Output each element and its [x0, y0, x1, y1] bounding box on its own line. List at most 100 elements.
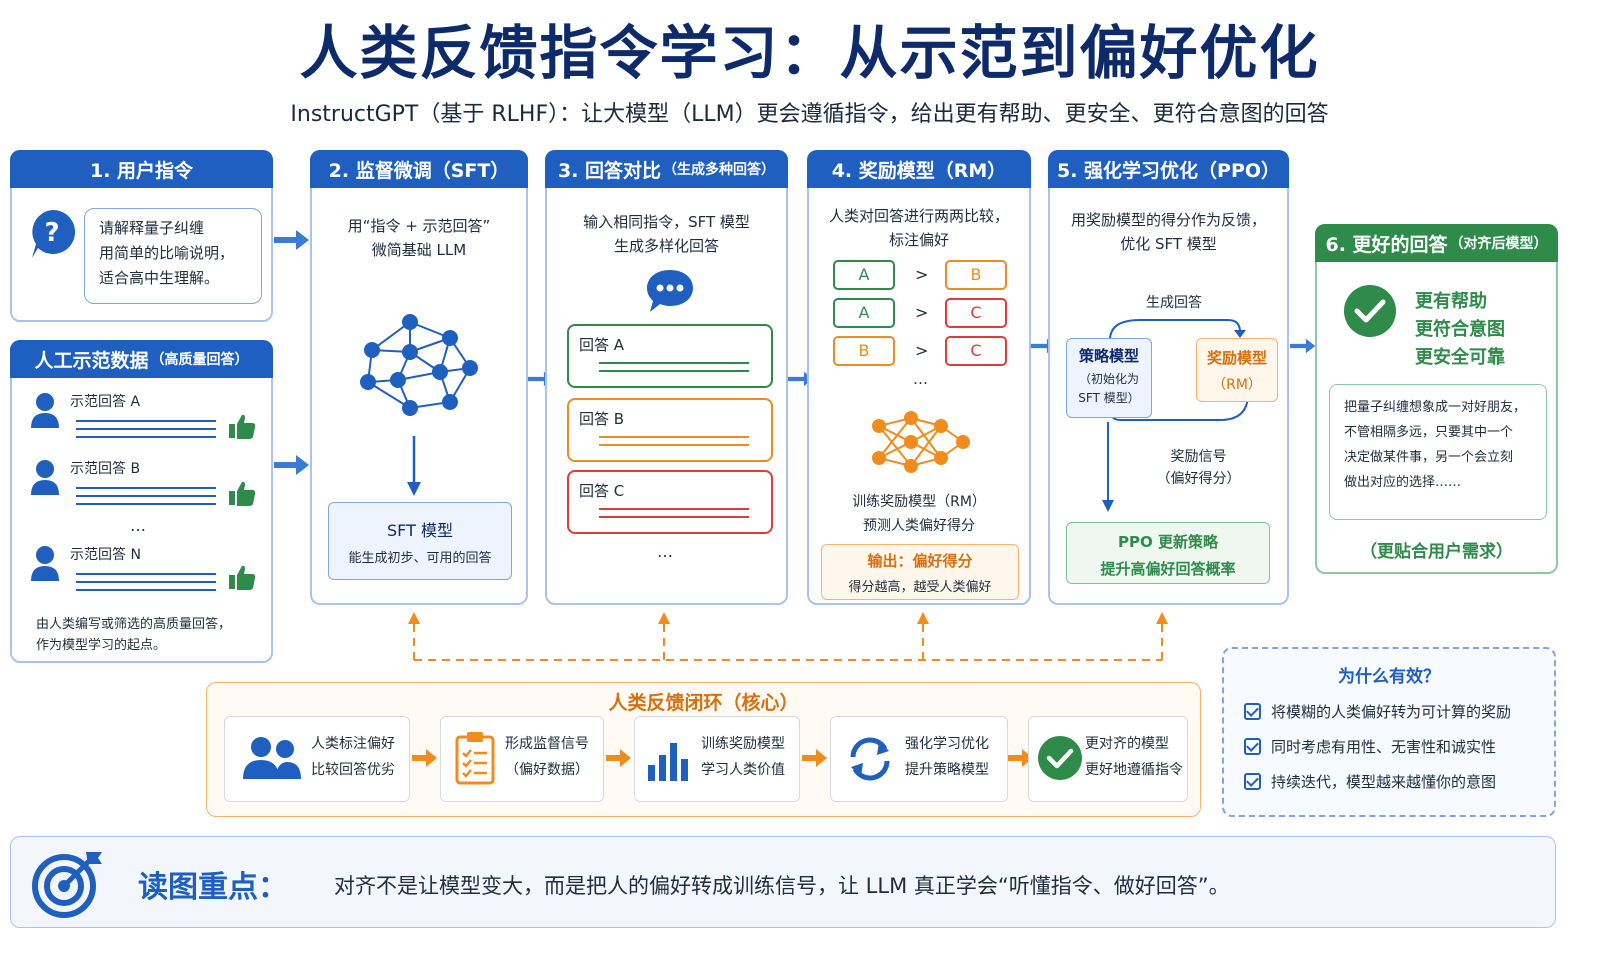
- reward-line: 奖励信号: [1170, 449, 1227, 465]
- arrow-right-icon: [1008, 749, 1033, 767]
- step3-header-title: 3. 回答对比: [557, 159, 662, 182]
- answer-line: 决定做某件事，另一个会立刻: [1344, 450, 1514, 465]
- answer-label: 回答 C: [579, 482, 625, 500]
- reward-model-box: 奖励模型 （RM）: [1196, 338, 1278, 402]
- demo-footer: 由人类编写或筛选的高质量回答， 作为模型学习的起点。: [36, 614, 231, 656]
- svg-text:?: ?: [44, 218, 59, 248]
- step3-desc-line: 生成多样化回答: [613, 237, 719, 255]
- step2-header: 2. 监督微调（SFT）: [310, 150, 528, 188]
- arrow-down-icon: [1102, 422, 1114, 512]
- person-icon: [31, 460, 59, 495]
- step3-header-note: （生成多种回答）: [663, 162, 776, 178]
- policy-model-box: 策略模型 （初始化为 SFT 模型）: [1066, 338, 1152, 418]
- loop-step-line: 更对齐的模型: [1085, 736, 1169, 752]
- why-panel: [1222, 647, 1556, 817]
- step4-desc: 人类对回答进行两两比较， 标注偏好: [809, 204, 1029, 252]
- loop-title: 人类反馈闭环（核心）: [608, 692, 799, 714]
- page-title: 人类反馈指令学习：从示范到偏好优化: [299, 19, 1320, 87]
- rm-output-title: 输出：偏好得分: [867, 552, 973, 570]
- why-item: 同时考虑有用性、无害性和诚实性: [1244, 736, 1496, 757]
- step4-panel: 4. 奖励模型（RM） 人类对回答进行两两比较， 标注偏好 A > B A > …: [807, 150, 1031, 605]
- thumbs-up-icon: [229, 481, 256, 506]
- arrow-right-icon: [1290, 338, 1316, 354]
- rm-output-box: 输出：偏好得分 得分越高，越受人类偏好: [821, 544, 1019, 600]
- step3-ellipsis: …: [657, 542, 673, 561]
- step6-panel: 6. 更好的回答（对齐后模型） 更有帮助 更符合意图 更安全可靠 把量子纠缠想象…: [1315, 224, 1558, 574]
- answer-line: 不管相隔多远，只要其中一个: [1344, 425, 1514, 440]
- demo-row-n: 示范回答 N: [30, 543, 260, 603]
- compare-op: >: [915, 265, 929, 284]
- loop-step-line: 训练奖励模型: [701, 736, 785, 752]
- person-icon: [31, 393, 59, 428]
- arrow-right-icon: [274, 455, 309, 475]
- loop-step-aligned: 更对齐的模型 更好地遵循指令: [1028, 716, 1188, 802]
- demo-item-label: 示范回答 A: [70, 394, 141, 410]
- reward-signal: 奖励信号 （偏好得分）: [1110, 446, 1287, 490]
- step4-desc-line: 标注偏好: [888, 231, 949, 249]
- checkbox-icon: [1244, 703, 1261, 720]
- chat-icon: [647, 270, 693, 312]
- demo-item-label: 示范回答 B: [70, 461, 141, 477]
- step3-panel: 3. 回答对比（生成多种回答） 输入相同指令，SFT 模型 生成多样化回答 回答…: [545, 150, 788, 605]
- why-title: 为什么有效？: [1338, 667, 1440, 687]
- clipboard-icon: [455, 732, 495, 785]
- benefit-item: 更安全可靠: [1415, 347, 1505, 368]
- step3-desc-line: 输入相同指令，SFT 模型: [583, 213, 750, 231]
- rm-output-sub: 得分越高，越受人类偏好: [848, 580, 992, 595]
- loop-step-line: 比较回答优劣: [311, 762, 395, 778]
- people-icon: [243, 737, 301, 779]
- step4-train: 训练奖励模型（RM） 预测人类偏好得分: [809, 490, 1029, 538]
- step5-desc: 用奖励模型的得分作为反馈， 优化 SFT 模型: [1050, 208, 1287, 256]
- step3-header: 3. 回答对比（生成多种回答）: [545, 150, 788, 188]
- page-subtitle: InstructGPT（基于 RLHF）：让大模型（LLM）更会遵循指令，给出更…: [290, 102, 1329, 127]
- loop-step-line: 提升策略模型: [905, 762, 989, 778]
- aligned-answer-bubble: 把量子纠缠想象成一对好朋友， 不管相隔多远，只要其中一个 决定做某件事，另一个会…: [1329, 384, 1547, 520]
- answer-line: 把量子纠缠想象成一对好朋友，: [1344, 400, 1527, 415]
- step4-desc-line: 人类对回答进行两两比较，: [828, 207, 1009, 225]
- step1-panel: 1. 用户指令 ? 请解释量子纠缠 用简单的比喻说明， 适合高中生理解。: [10, 150, 273, 322]
- loop-step-line: 学习人类价值: [701, 762, 785, 778]
- neural-network-icon: [360, 314, 478, 416]
- arrow-right-icon: [274, 230, 309, 250]
- demo-header-note: （高质量回答）: [150, 352, 249, 368]
- step3-desc: 输入相同指令，SFT 模型 生成多样化回答: [547, 210, 786, 258]
- thumbs-up-icon: [229, 414, 256, 439]
- refresh-icon: [850, 737, 890, 781]
- demo-header-title: 人工示范数据: [34, 349, 149, 372]
- check-circle-icon: [1344, 285, 1396, 337]
- step4-train-line: 预测人类偏好得分: [863, 518, 975, 534]
- compare-left: A: [833, 298, 895, 328]
- sft-model-box: SFT 模型 能生成初步、可用的回答: [328, 502, 512, 580]
- step5-header: 5. 强化学习优化（PPO）: [1048, 150, 1289, 188]
- step4-ellipsis: …: [913, 370, 928, 388]
- loop-step-train: 训练奖励模型 学习人类价值: [634, 716, 800, 802]
- answer-label: 回答 A: [579, 336, 625, 354]
- answer-b-card: 回答 B: [567, 398, 773, 462]
- step1-header: 1. 用户指令: [10, 150, 273, 188]
- prompt-line: 用简单的比喻说明，: [99, 244, 235, 262]
- answer-a-card: 回答 A: [567, 324, 773, 388]
- keypoint-text: 对齐不是让模型变大，而是把人的偏好转成训练信号，让 LLM 真正学会“听懂指令、…: [334, 874, 1230, 898]
- benefit-item: 更符合意图: [1415, 319, 1505, 340]
- keypoint-label: 读图重点：: [138, 870, 288, 905]
- demo-footer-line: 作为模型学习的起点。: [36, 638, 167, 653]
- why-item-text: 持续迭代，模型越来越懂你的意图: [1271, 773, 1497, 791]
- ppo-line: PPO 更新策略: [1118, 533, 1218, 551]
- compare-right: C: [945, 336, 1007, 366]
- compare-right: B: [945, 260, 1007, 290]
- compare-left: A: [833, 260, 895, 290]
- demo-footer-line: 由人类编写或筛选的高质量回答，: [36, 617, 232, 632]
- policy-sub-line: SFT 模型）: [1078, 391, 1140, 405]
- benefit-list: 更有帮助 更符合意图 更安全可靠: [1415, 288, 1505, 372]
- prompt-line: 请解释量子纠缠: [99, 219, 205, 237]
- arrow-down-icon: [407, 436, 421, 496]
- step2-panel: 2. 监督微调（SFT） 用“指令 + 示范回答” 微简基础 LLM SFT 模…: [310, 150, 528, 605]
- neural-network-icon: [872, 411, 970, 473]
- bar-chart-icon: [648, 743, 688, 781]
- step2-desc-line: 微简基础 LLM: [371, 241, 467, 259]
- checkbox-icon: [1244, 773, 1261, 790]
- loop-step-signal: 形成监督信号 （偏好数据）: [440, 716, 604, 802]
- step4-train-line: 训练奖励模型（RM）: [852, 494, 986, 510]
- why-item: 持续迭代，模型越来越懂你的意图: [1244, 771, 1496, 792]
- loop-step-line: 强化学习优化: [905, 736, 989, 752]
